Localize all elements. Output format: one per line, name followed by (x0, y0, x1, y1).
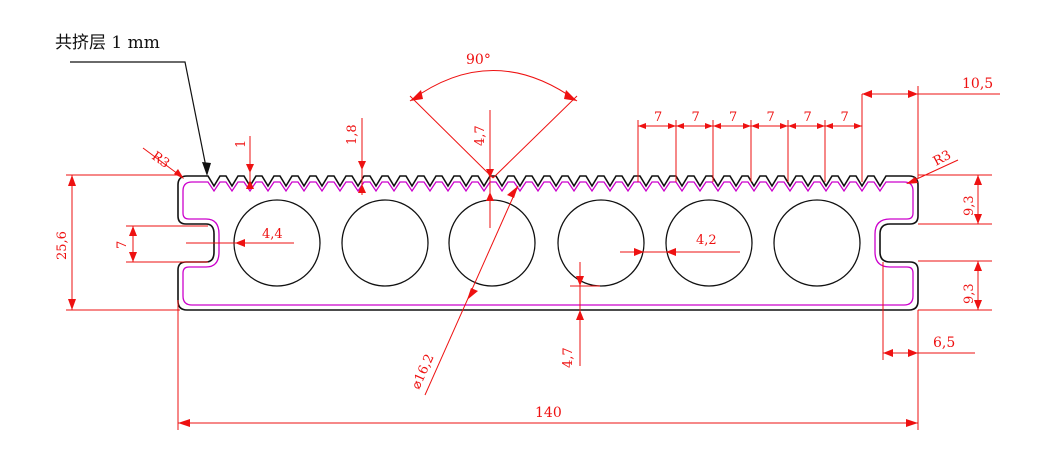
top-thickness-label: 1 (234, 140, 249, 148)
angle-dimension: 90° (409, 52, 578, 179)
groove-depth-label: 1,8 (345, 124, 360, 145)
groove-pitch-dimensions: 7 7 7 7 7 7 (637, 110, 863, 182)
profile-outer-outline (177, 175, 919, 311)
hole-3 (448, 199, 536, 287)
slot-upper-label: 9,3 (962, 195, 977, 216)
radius-right-dimension: R3 (906, 148, 959, 184)
pitch-arrow (713, 123, 721, 129)
pitch-arrow (705, 123, 713, 129)
bottom-thickness-dimension: 4,7 (561, 262, 600, 368)
slot-lower-label: 9,3 (962, 283, 977, 304)
hole-spacing-left-dimension: 4,4 (186, 227, 294, 247)
pitch-arrow (676, 123, 684, 129)
hole-spacing-right-dimension: 4,2 (620, 233, 740, 256)
cut-depth-dimension: 4,7 (473, 110, 494, 228)
pitch-arrow (638, 123, 646, 129)
pitch-arrow (788, 123, 796, 129)
hole-4 (557, 199, 645, 287)
pitch-arrow (825, 123, 833, 129)
hole-6 (773, 199, 861, 287)
width-label: 140 (535, 405, 562, 421)
height-dimension: 25,6 (55, 174, 180, 311)
bottom-thickness-label: 4,7 (561, 347, 576, 368)
coextrusion-layer-outline (182, 181, 914, 306)
slot-upper-dimension: 9,3 (918, 174, 992, 225)
end-gap-label: 10,5 (962, 76, 993, 92)
tongue-width-dimension: 6,5 (882, 262, 975, 360)
pitch-label: 7 (692, 110, 700, 125)
pitch-label: 7 (841, 110, 849, 125)
end-gap-dimension: 10,5 (861, 76, 1000, 178)
pitch-arrow (668, 123, 676, 129)
angle-label: 90° (466, 52, 491, 68)
hole-spacing-left-label: 4,4 (262, 227, 283, 242)
hole-spacing-right-label: 4,2 (696, 233, 717, 248)
slot-lower-dimension: 9,3 (918, 260, 992, 311)
cut-depth-label: 4,7 (473, 125, 488, 146)
radius-left-dimension: R3 (142, 147, 184, 179)
tongue-width-label: 6,5 (933, 335, 955, 351)
hole-5 (665, 199, 753, 287)
pitch-label: 7 (767, 110, 775, 125)
hole-2 (341, 199, 429, 287)
pitch-label: 7 (654, 110, 662, 125)
pitch-arrow (751, 123, 759, 129)
hole-diameter-dimension: ⌀16,2 (409, 185, 519, 396)
width-dimension: 140 (177, 300, 919, 430)
pitch-arrow (743, 123, 751, 129)
callout-coex-layer: 共挤层 1 mm (55, 33, 211, 176)
pitch-arrow (780, 123, 788, 129)
height-label: 25,6 (55, 231, 70, 260)
top-thickness-dimension: 1 (234, 136, 254, 189)
groove-depth-dimension: 1,8 (345, 118, 366, 195)
radius-left-label: R3 (149, 149, 172, 172)
pitch-arrow (817, 123, 825, 129)
pitch-label: 7 (729, 110, 737, 125)
hole-diameter-label: ⌀16,2 (409, 352, 438, 392)
radius-right-label: R3 (931, 148, 954, 170)
callout-label: 共挤层 1 mm (55, 33, 160, 53)
pitch-label: 7 (804, 110, 812, 125)
slot-left-dimension: 7 (115, 225, 208, 263)
slot-left-label: 7 (115, 241, 130, 249)
pitch-arrow (854, 123, 862, 129)
hollow-holes (233, 199, 861, 287)
